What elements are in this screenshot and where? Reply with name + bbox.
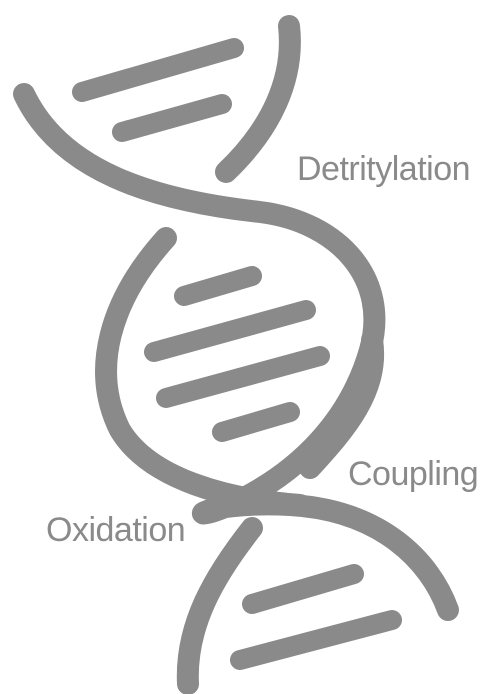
helix-rung (240, 620, 392, 660)
label-oxidation: Oxidation (46, 513, 185, 547)
helix-rung (184, 276, 252, 296)
label-detritylation: Detritylation (297, 152, 470, 186)
helix-rung (222, 412, 290, 432)
helix-rung (154, 310, 306, 352)
helix-rung (82, 48, 234, 92)
label-coupling: Coupling (348, 457, 478, 491)
helix-rung (166, 356, 320, 398)
helix-rung (122, 104, 222, 132)
helix-rung (252, 574, 354, 604)
